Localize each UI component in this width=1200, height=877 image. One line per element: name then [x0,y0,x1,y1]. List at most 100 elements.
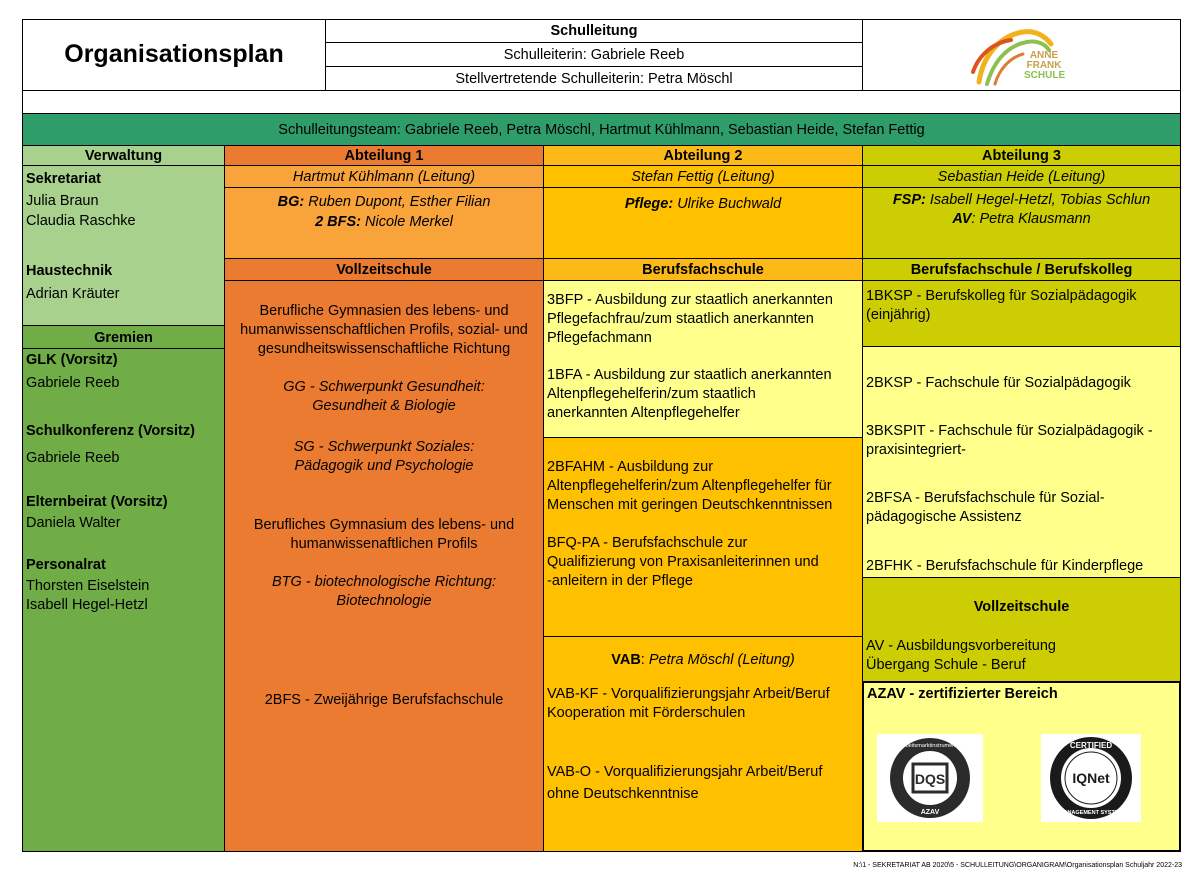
pflege-label: Pflege: [624,196,674,212]
av-staff: AV: Petra Klausmann [863,210,1180,228]
abteilung3-leader-cell: Sebastian Heide (Leitung) [862,165,1181,188]
abteilung2-staff-cell: Pflege: Ulrike Buchwald [543,187,863,259]
abteilung3-vollzeit-cell: Vollzeitschule AV - Ausbildungsvorbereit… [862,577,1181,683]
iqnet-seal-icon: IQNet CERTIFIED MANAGEMENT SYSTEM [1050,737,1132,819]
av-names: : Petra Klausmann [971,211,1091,227]
bfqpa-program: BFQ-PA - Berufsfachschule zur Qualifizie… [547,535,819,589]
av-program: AV - Ausbildungsvorbereitung Übergang Sc… [866,638,1056,673]
gymnasien-description: Berufliche Gymnasien des lebens- und hum… [240,303,528,357]
file-path-footer: N:\1 - SEKRETARIAT AB 2020\5 - SCHULLEIT… [853,862,1182,869]
elternbeirat-member: Daniela Walter [26,515,121,531]
schulkonferenz-member: Gabriele Reeb [26,450,120,466]
title-cell: Organisationsplan [22,19,326,91]
abteilung2-leader-cell: Stefan Fettig (Leitung) [543,165,863,188]
abteilung1-leader: Hartmut Kühlmann (Leitung) [292,169,476,185]
bksp2-program: 2BKSP - Fachschule für Sozialpädagogik [866,375,1131,391]
bfs2-program: 2BFS - Zweijährige Berufsfachschule [264,692,504,708]
gg-program: GG - Schwerpunkt Gesundheit: Gesundheit … [283,379,485,414]
bfs-names: Nicole Merkel [365,214,453,230]
glk-heading: GLK (Vorsitz) [26,352,118,368]
bkspit-program: 3BKSPIT - Fachschule für Sozialpädagogik… [866,423,1153,458]
abteilung3-staff-cell: FSP: Isabell Hegel-Hetzl, Tobias Schlun … [862,187,1181,259]
btg-program: BTG - biotechnologische Richtung: Biotec… [271,574,497,609]
abteilung3-vollzeit-heading: Vollzeitschule [973,599,1070,615]
abteilung2-pflege-programs: 3BFP - Ausbildung zur staatlich anerkann… [543,280,863,438]
haustechnik-heading: Haustechnik [26,263,113,279]
abteilung3-heading-cell: Abteilung 3 [862,145,1181,166]
bfa-program: 1BFA - Ausbildung zur staatlich anerkann… [547,367,832,421]
vollzeitschule-heading: Vollzeitschule [336,262,432,278]
bfp-program: 3BFP - Ausbildung zur staatlich anerkann… [547,292,833,346]
sekretariat-heading: Sekretariat [26,171,101,187]
personalrat-member: Isabell Hegel-Hetzl [26,597,148,613]
dqs-azav-seal: DQS Arbeitsmarktinstrumente AZAV [877,734,983,822]
elternbeirat-heading: Elternbeirat (Vorsitz) [26,494,168,510]
fsp-names: Isabell Hegel-Hetzl, Tobias Schlun [929,192,1151,208]
deputy-cell: Stellvertretende Schulleiterin: Petra Mö… [325,66,863,91]
bksp1-cell: 1BKSP - Berufskolleg für Sozialpädagogik… [862,280,1181,347]
vab-heading: VAB: Petra Möschl (Leitung) [611,652,795,668]
pflege-staff: Pflege: Ulrike Buchwald [544,195,862,213]
fsp-label: FSP: [892,192,926,208]
gymnasium-description: Berufliches Gymnasium des lebens- und hu… [253,517,515,552]
logo-cell: ANNE FRANK SCHULE [862,19,1181,91]
school-logo: ANNE FRANK SCHULE [965,24,1065,86]
bfhk-program: 2BFHK - Berufsfachschule für Kinderpfleg… [866,558,1144,574]
abteilung1-leader-cell: Hartmut Kühlmann (Leitung) [224,165,544,188]
svg-text:DQS: DQS [915,771,945,787]
sekretariat-member: Julia Braun [26,193,99,209]
leadership-heading: Schulleitung [550,23,638,39]
bfsa-program: 2BFSA - Berufsfachschule für Sozial- päd… [866,490,1105,525]
leadership-team-row: Schulleitungsteam: Gabriele Reeb, Petra … [22,113,1181,146]
deputy-principal: Stellvertretende Schulleiterin: Petra Mö… [455,71,733,87]
leadership-heading-cell: Schulleitung [325,19,863,43]
principal-cell: Schulleiterin: Gabriele Reeb [325,42,863,67]
spacer-row [22,90,1181,114]
verwaltung-heading: Verwaltung [84,148,163,164]
abteilung2-heading: Abteilung 2 [663,148,743,164]
gremien-heading-cell: Gremien [22,325,225,349]
personalrat-heading: Personalrat [26,557,106,573]
abteilung1-heading-cell: Abteilung 1 [224,145,544,166]
berufsfachschule-heading: Berufsfachschule [642,262,764,278]
haustechnik-member: Adrian Kräuter [26,286,120,302]
vabo-program: VAB-O - Vorqualifizierungsjahr Arbeit/Be… [547,764,823,802]
svg-text:AZAV: AZAV [921,809,940,816]
berufskolleg-heading: Berufsfachschule / Berufskolleg [910,262,1133,278]
abteilung1-section-heading-cell: Vollzeitschule [224,258,544,281]
bg-label: BG: [277,194,305,210]
bg-staff: BG: Ruben Dupont, Esther Filian [225,193,543,211]
logo-text: ANNE FRANK SCHULE [1024,50,1066,81]
personalrat-member: Thorsten Eiselstein [26,578,150,594]
svg-text:CERTIFIED: CERTIFIED [1070,741,1112,750]
abteilung2-heading-cell: Abteilung 2 [543,145,863,166]
svg-text:Arbeitsmarktinstrumente: Arbeitsmarktinstrumente [900,743,960,749]
dqs-seal-icon: DQS Arbeitsmarktinstrumente AZAV [890,738,970,818]
abteilung1-heading: Abteilung 1 [344,148,424,164]
pflege-names: Ulrike Buchwald [677,196,782,212]
abteilung1-programs: Berufliche Gymnasien des lebens- und hum… [224,280,544,852]
abteilung3-section-heading-cell: Berufsfachschule / Berufskolleg [862,258,1181,281]
abteilung2-special-programs: 2BFAHM - Ausbildung zur Altenpflegehelfe… [543,437,863,637]
abteilung3-fachschule-programs: 2BKSP - Fachschule für Sozialpädagogik 3… [862,346,1181,578]
schulkonferenz-heading: Schulkonferenz (Vorsitz) [26,423,195,439]
sekretariat-member: Claudia Raschke [26,213,136,229]
abteilung2-section-heading-cell: Berufsfachschule [543,258,863,281]
abteilung3-leader: Sebastian Heide (Leitung) [937,169,1106,185]
abteilung2-vab-programs: VAB: Petra Möschl (Leitung) VAB-KF - Vor… [543,636,863,852]
fsp-staff: FSP: Isabell Hegel-Hetzl, Tobias Schlun [863,191,1180,209]
svg-text:IQNet: IQNet [1072,770,1110,786]
abteilung2-leader: Stefan Fettig (Leitung) [631,169,775,185]
bfs-staff: 2 BFS: Nicole Merkel [225,213,543,231]
bksp1-program: 1BKSP - Berufskolleg für Sozialpädagogik… [866,288,1137,323]
bg-names: Ruben Dupont, Esther Filian [308,194,491,210]
azav-heading: AZAV - zertifizierter Bereich [867,686,1058,702]
azav-cell: AZAV - zertifizierter Bereich DQS Arbeit… [862,681,1181,852]
vab-leader: Petra Möschl (Leitung) [648,652,795,668]
bfs-label: 2 BFS: [315,214,362,230]
av-label: AV [952,211,972,227]
bfahm-program: 2BFAHM - Ausbildung zur Altenpflegehelfe… [547,459,833,513]
school-logo-swoosh [971,29,1054,86]
verwaltung-heading-cell: Verwaltung [22,145,225,166]
gremien-body: GLK (Vorsitz) Gabriele Reeb Schulkonfere… [22,348,225,852]
